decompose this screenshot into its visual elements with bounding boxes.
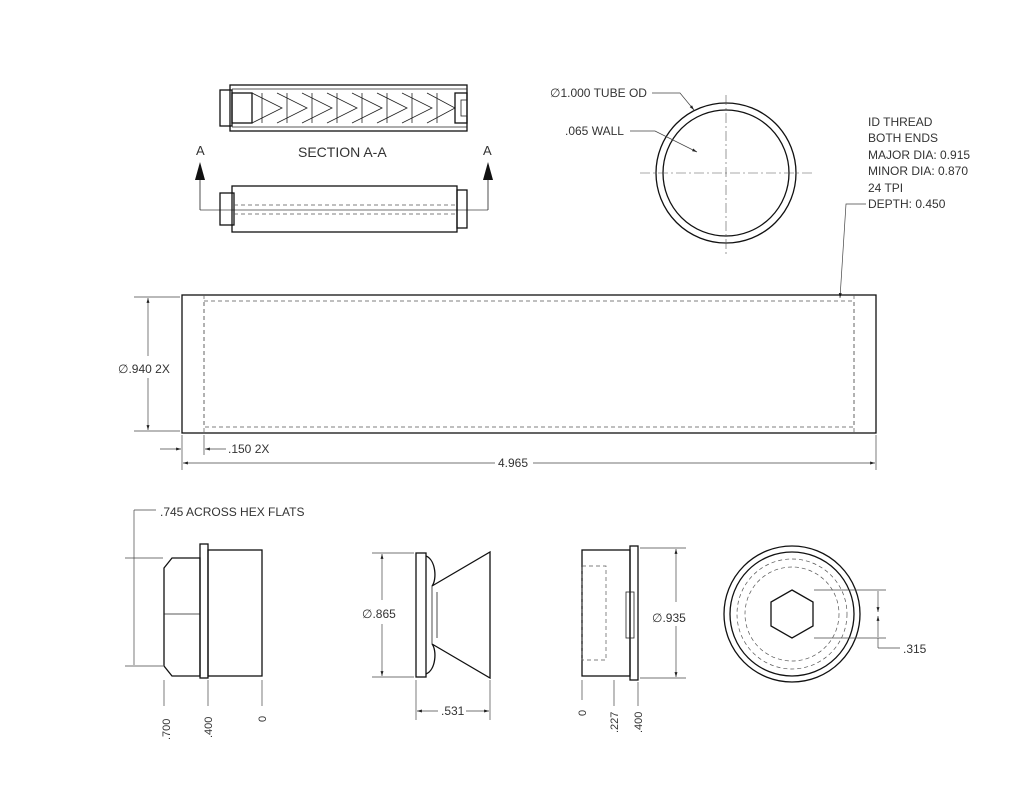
note-line: BOTH ENDS [868,131,938,145]
thread-note: ID THREAD BOTH ENDS MAJOR DIA: 0.915 MIN… [838,115,970,299]
hex-size-label: .315 [903,642,927,656]
rear-cap-dia-label: ∅.935 [652,611,686,625]
tube-main-view: ∅.940 2X .150 2X 4.965 [118,294,877,470]
note-line: MINOR DIA: 0.870 [868,164,968,178]
end-cap-pos-b: .400 [203,717,215,738]
length-label: 4.965 [498,456,528,470]
baffle-dia-label: ∅.865 [362,607,396,621]
hex-flats-label: .745 ACROSS HEX FLATS [160,505,305,519]
tube-od-label: ∅1.000 TUBE OD [550,86,647,100]
section-marker-left: A [196,143,205,158]
baffle-view: ∅.865 .531 [362,550,491,720]
end-cap-view: .745 ACROSS HEX FLATS .700 .400 0 [125,505,305,740]
section-view: SECTION A-A [219,84,468,160]
tube-dia-label: ∅.940 2X [118,362,170,376]
note-line: DEPTH: 0.450 [868,197,946,211]
end-cap-pos-a: .700 [161,719,173,740]
section-marker-right: A [483,143,492,158]
note-line: 24 TPI [868,181,903,195]
rear-cap-end-view: .315 [723,545,927,683]
rear-cap-pos-b: .227 [609,712,621,733]
end-cap-pos-c: 0 [257,716,269,722]
depth-label: .150 2X [228,442,269,456]
note-line: MAJOR DIA: 0.915 [868,148,970,162]
section-title: SECTION A-A [298,144,387,160]
wall-label: .065 WALL [565,124,624,138]
tube-end-view: ∅1.000 TUBE OD .065 WALL [550,86,812,256]
side-view: A A [195,143,493,233]
note-line: ID THREAD [868,115,933,129]
baffle-len-label: .531 [441,704,465,718]
rear-cap-pos-a: 0 [577,710,589,716]
rear-cap-pos-c: .400 [633,712,645,733]
rear-cap-view: ∅.935 0 .227 .400 [577,545,686,733]
